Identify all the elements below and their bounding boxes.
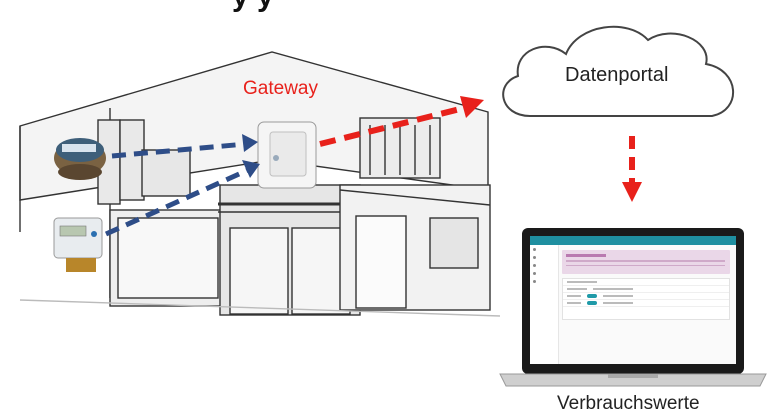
table-row <box>563 300 729 307</box>
sidebar-item[interactable] <box>530 277 558 285</box>
app-sidebar <box>530 245 559 364</box>
app-data-card <box>562 278 730 320</box>
sidebar-item[interactable] <box>530 245 558 253</box>
house-sketch <box>19 51 501 317</box>
app-banner <box>562 250 730 274</box>
table-row <box>563 279 729 286</box>
sidebar-item[interactable] <box>530 253 558 261</box>
arrowhead-icon <box>242 134 258 152</box>
arrowhead-icon <box>622 182 642 202</box>
app-header-bar <box>530 236 736 245</box>
sidebar-item[interactable] <box>530 261 558 269</box>
gateway-device-icon <box>257 121 317 189</box>
arrowhead-icon <box>242 160 260 178</box>
table-row <box>563 293 729 300</box>
cloud-icon <box>502 25 735 117</box>
top-title-fragment: y y <box>232 0 274 14</box>
portal-label: Datenportal <box>565 64 669 86</box>
laptop-screen <box>530 236 736 364</box>
sidebar-item[interactable] <box>530 269 558 277</box>
table-row <box>563 286 729 293</box>
values-label: Verbrauchswerte <box>557 393 700 414</box>
wireless-links <box>104 141 250 237</box>
heat-meter-icon <box>53 217 103 272</box>
arrowhead-icon <box>460 96 484 118</box>
water-meter-icon <box>54 138 106 180</box>
gateway-label: Gateway <box>243 78 318 99</box>
